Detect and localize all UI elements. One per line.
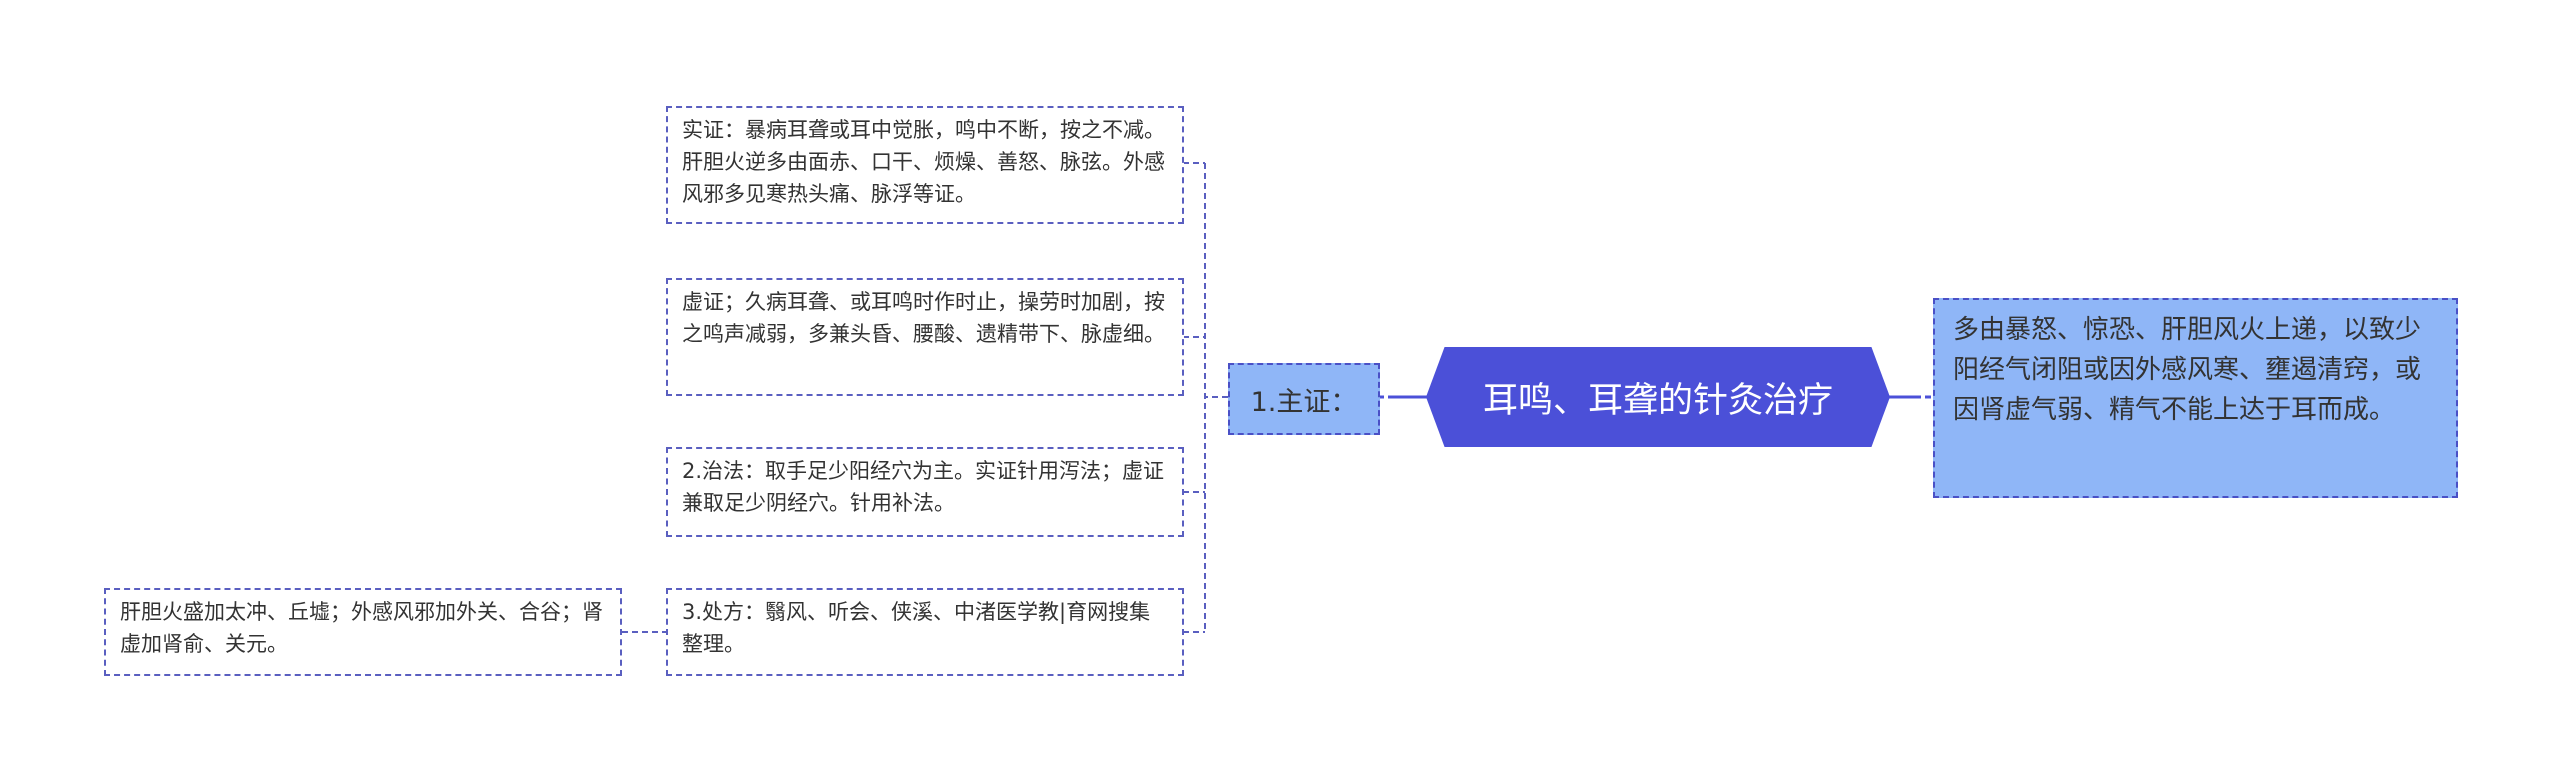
leaf-zhifa-text: 2.治法：取手足少阳经穴为主。实证针用泻法；虚证兼取足少阴经穴。针用补法。 (682, 459, 1165, 515)
branch-main-symptoms[interactable]: 1.主证： (1228, 363, 1380, 435)
root-topic[interactable]: 耳鸣、耳聋的针灸治疗 (1426, 347, 1890, 447)
leaf-xuzheng[interactable]: 虚证；久病耳聋、或耳鸣时作时止，操劳时加剧，按之鸣声减弱，多兼头昏、腰酸、遗精带… (666, 278, 1184, 396)
branch-main-symptoms-label: 1.主证： (1250, 386, 1358, 418)
leaf-chufang-text: 3.处方：翳风、听会、侠溪、中渚医学教|育网搜集整理。 (682, 600, 1151, 656)
leaf-shizheng-text: 实证：暴病耳聋或耳中觉胀，鸣中不断，按之不减。肝胆火逆多由面赤、口干、烦燥、善怒… (682, 118, 1165, 206)
cause-node[interactable]: 多由暴怒、惊恐、肝胆风火上递，以致少阳经气闭阻或因外感风寒、壅遏清窍，或因肾虚气… (1933, 298, 2458, 498)
cause-node-text: 多由暴怒、惊恐、肝胆风火上递，以致少阳经气闭阻或因外感风寒、壅遏清窍，或因肾虚气… (1953, 315, 2422, 425)
leaf-jiajian[interactable]: 肝胆火盛加太冲、丘墟；外感风邪加外关、合谷；肾虚加肾俞、关元。 (104, 588, 622, 676)
leaf-jiajian-text: 肝胆火盛加太冲、丘墟；外感风邪加外关、合谷；肾虚加肾俞、关元。 (120, 600, 603, 656)
leaf-xuzheng-text: 虚证；久病耳聋、或耳鸣时作时止，操劳时加剧，按之鸣声减弱，多兼头昏、腰酸、遗精带… (682, 290, 1165, 346)
leaf-chufang[interactable]: 3.处方：翳风、听会、侠溪、中渚医学教|育网搜集整理。 (666, 588, 1184, 676)
leaf-zhifa[interactable]: 2.治法：取手足少阳经穴为主。实证针用泻法；虚证兼取足少阴经穴。针用补法。 (666, 447, 1184, 537)
root-topic-label: 耳鸣、耳聋的针灸治疗 (1482, 380, 1833, 421)
leaf-shizheng[interactable]: 实证：暴病耳聋或耳中觉胀，鸣中不断，按之不减。肝胆火逆多由面赤、口干、烦燥、善怒… (666, 106, 1184, 224)
